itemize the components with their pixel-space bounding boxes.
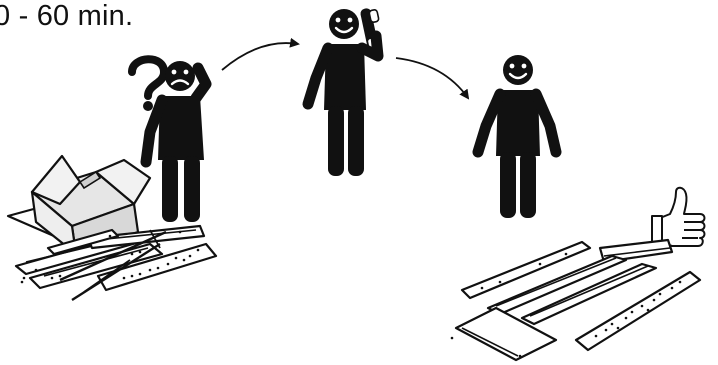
arrow-icon [222, 43, 298, 70]
sad-face-icon [165, 61, 195, 91]
sorted-parts [451, 240, 700, 360]
sorted-plank [462, 242, 590, 298]
arrow-icon [396, 58, 468, 98]
done-person [478, 55, 556, 218]
smile-face-icon [329, 9, 359, 39]
thumbs-up-icon [652, 188, 705, 246]
smile-face-icon [503, 55, 533, 85]
calling-person [308, 7, 379, 176]
sorted-plank [576, 272, 700, 350]
confused-person [132, 59, 206, 222]
